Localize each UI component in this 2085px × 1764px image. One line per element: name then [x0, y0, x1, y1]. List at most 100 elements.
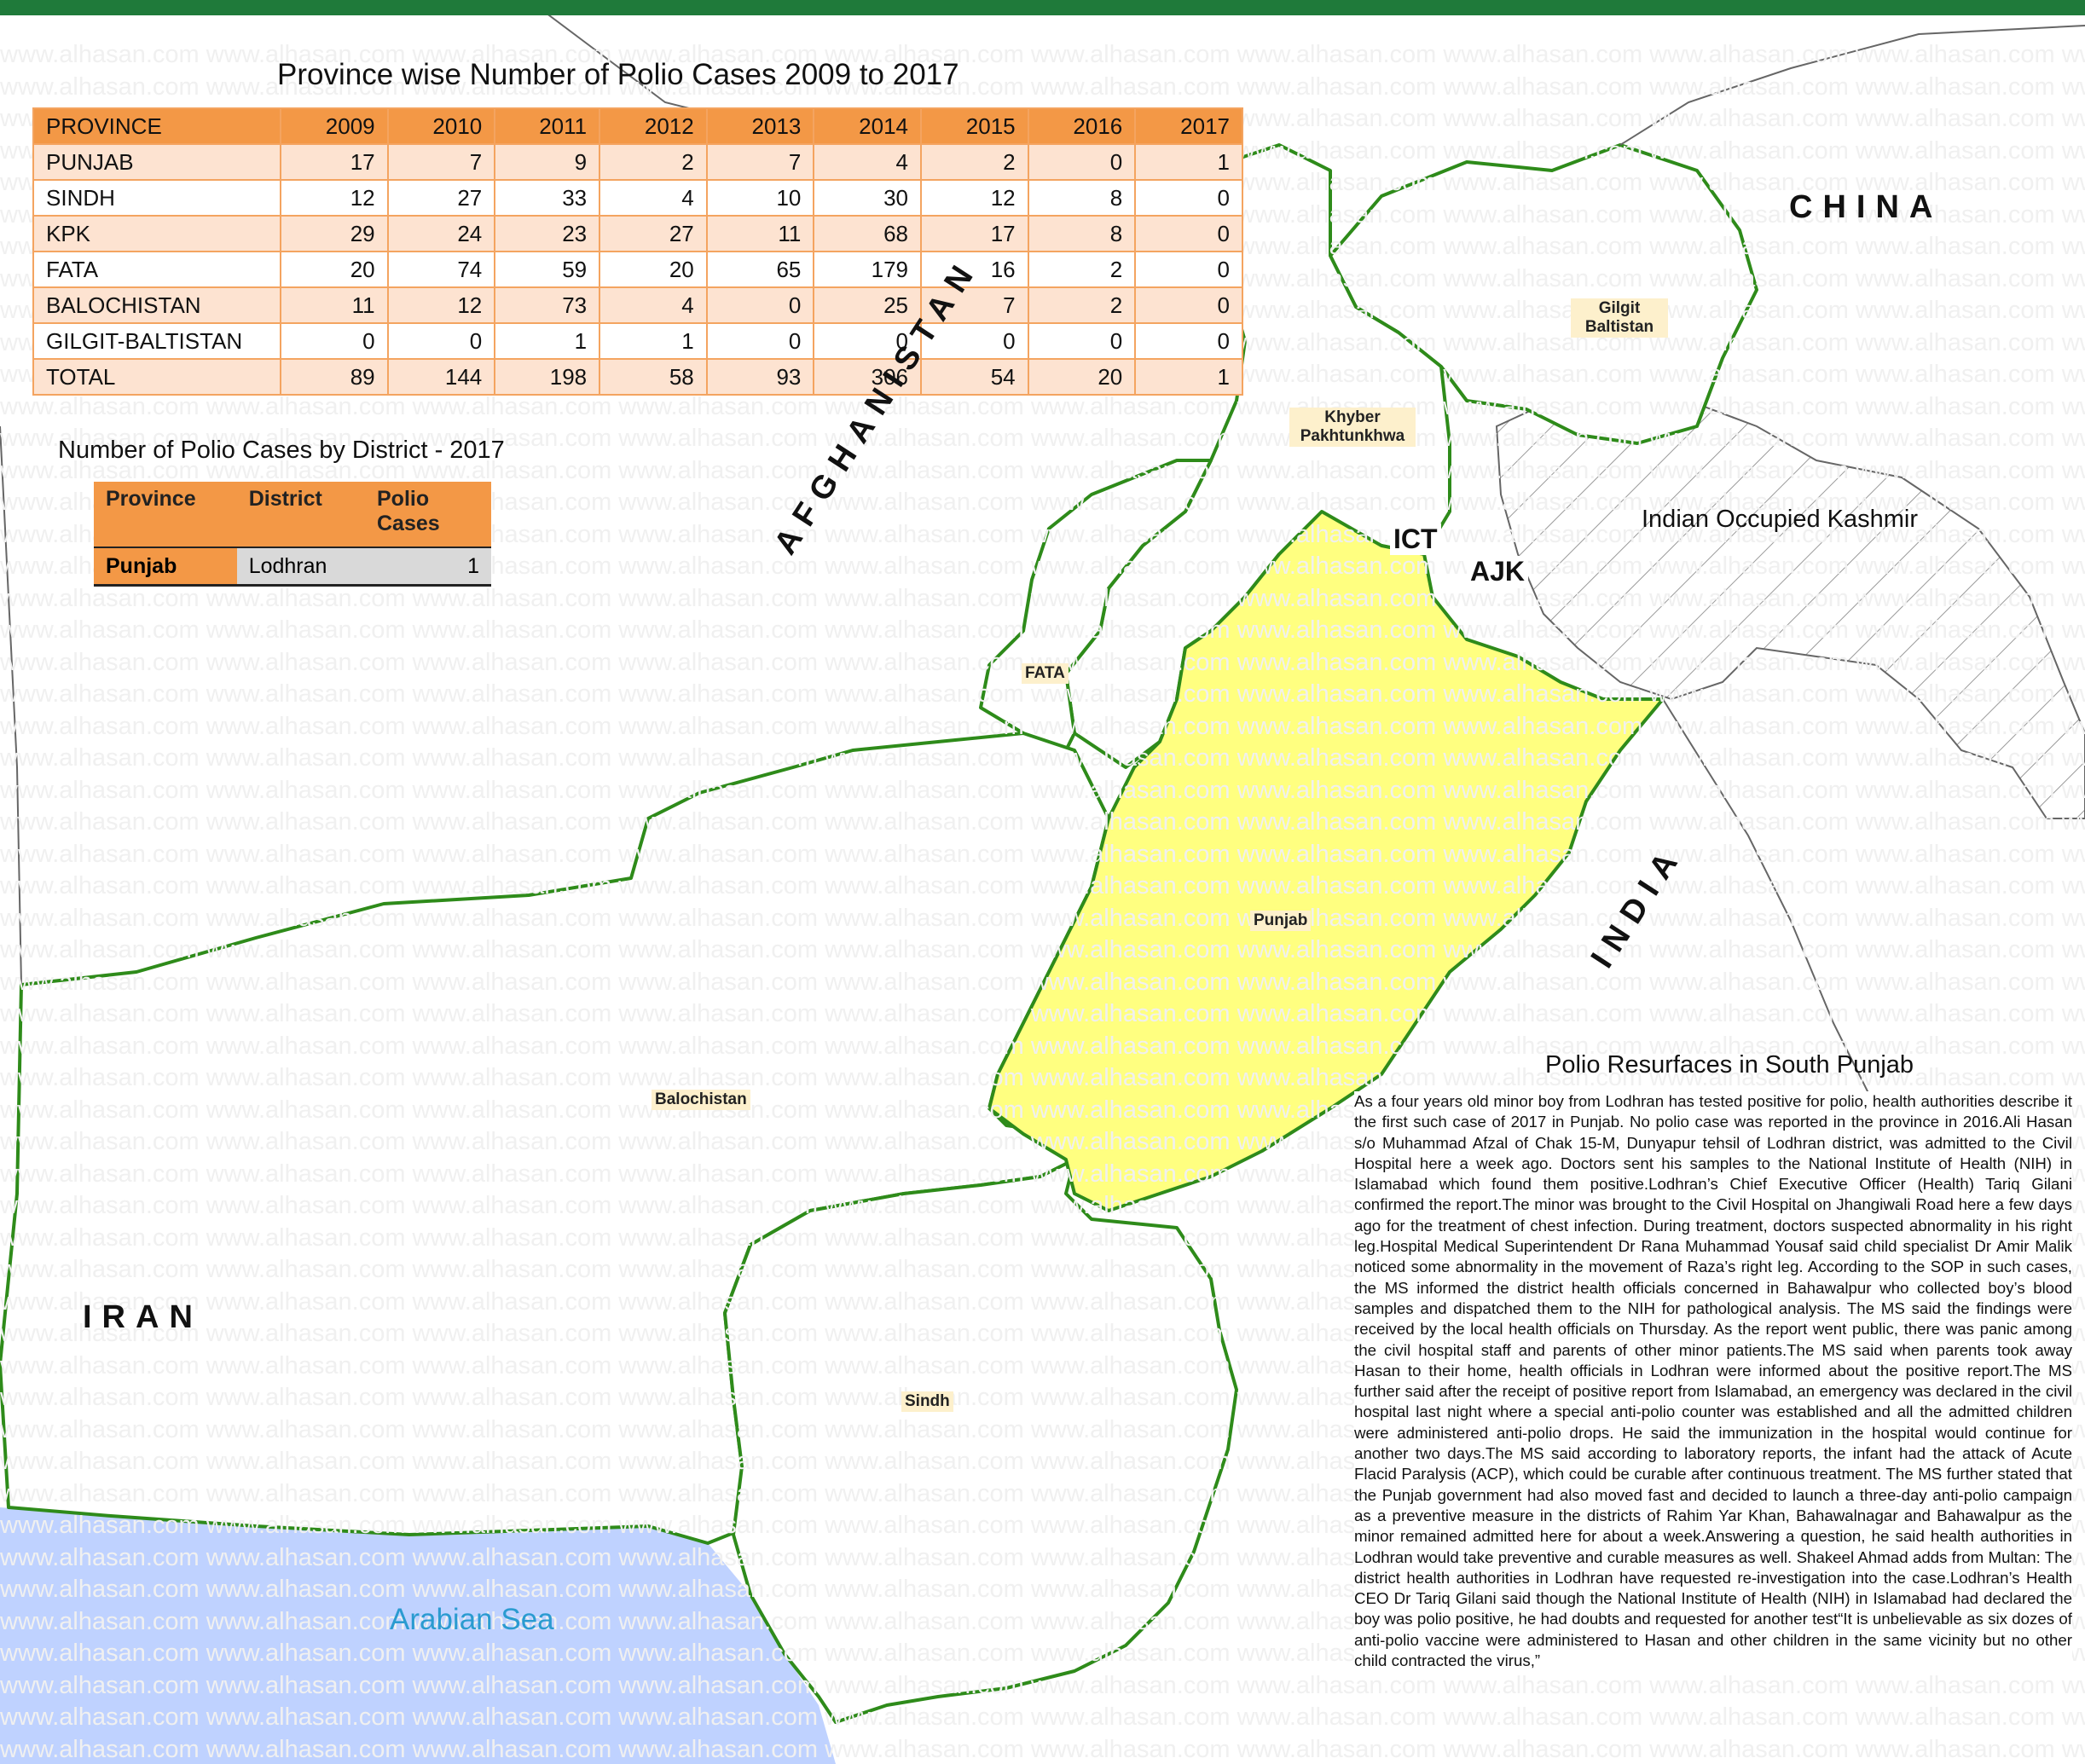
sindh-region [723, 1158, 1238, 1724]
table-cell: 0 [705, 322, 815, 360]
table-cell: 144 [386, 358, 496, 396]
fata-region [979, 459, 1213, 769]
punjab-region [987, 510, 1665, 1212]
district-header-district: District [236, 482, 365, 547]
district-cell-cases: 1 [365, 547, 491, 587]
table-cell: 74 [386, 251, 496, 288]
table-cell: 1 [599, 322, 708, 360]
label-iran: IRAN [83, 1299, 203, 1335]
table-cell: 17 [280, 143, 389, 181]
table-header-cell: 2012 [599, 107, 708, 145]
table-cell: 2 [1027, 286, 1137, 324]
table-cell: 20 [1027, 358, 1137, 396]
table-cell: 2 [1027, 251, 1137, 288]
table-cell: 8 [1027, 179, 1137, 217]
table-cell: GILGIT-BALTISTAN [32, 322, 281, 360]
label-fata: FATA [1022, 663, 1069, 684]
table-cell: 12 [920, 179, 1029, 217]
table-cell: 306 [813, 358, 922, 396]
table-cell: 0 [386, 322, 496, 360]
table-cell: 89 [280, 358, 389, 396]
table-header-cell: 2016 [1027, 107, 1137, 145]
table-cell: 23 [494, 215, 601, 252]
table-cell: 0 [1027, 322, 1137, 360]
table-cell: 12 [280, 179, 389, 217]
label-indian-occupied-kashmir: Indian Occupied Kashmir [1642, 506, 1918, 533]
table-cell: 0 [705, 286, 815, 324]
table-header-cell: 2013 [705, 107, 815, 145]
arabian-sea [0, 1507, 836, 1764]
table-cell: 10 [705, 179, 815, 217]
table-cell: 0 [1134, 179, 1243, 217]
table-cell: 68 [813, 215, 922, 252]
table-cell: 198 [494, 358, 601, 396]
table-cell: 16 [920, 251, 1029, 288]
district-header-cases: Polio Cases [365, 482, 491, 547]
table-cell: 0 [280, 322, 389, 360]
label-ict: ICT [1390, 523, 1441, 555]
table-header-cell: 2015 [920, 107, 1029, 145]
table-cell: 4 [813, 143, 922, 181]
table-cell: 7 [386, 143, 496, 181]
table-cell: 30 [813, 179, 922, 217]
table-cell: 8 [1027, 215, 1137, 252]
page-title: Province wise Number of Polio Cases 2009… [277, 58, 959, 91]
table-cell: 1 [1134, 358, 1243, 396]
table-cell: 1 [494, 322, 601, 360]
table-cell: 1 [1134, 143, 1243, 181]
table-cell: 0 [1134, 215, 1243, 252]
table-header-cell: PROVINCE [32, 107, 281, 145]
label-khyber-pakhtunkhwa: Khyber Pakhtunkhwa [1289, 408, 1416, 447]
table-header-cell: 2017 [1134, 107, 1243, 145]
table-cell: 11 [280, 286, 389, 324]
table-cell: KPK [32, 215, 281, 252]
table-cell: 29 [280, 215, 389, 252]
table-cell: 0 [813, 322, 922, 360]
table-cell: 25 [813, 286, 922, 324]
table-cell: 33 [494, 179, 601, 217]
district-table-title: Number of Polio Cases by District - 2017 [58, 437, 505, 464]
table-cell: 65 [705, 251, 815, 288]
table-cell: 17 [920, 215, 1029, 252]
table-cell: 58 [599, 358, 708, 396]
table-cell: 93 [705, 358, 815, 396]
table-cell: 20 [280, 251, 389, 288]
district-header-province: Province [94, 482, 237, 547]
district-cell-district: Lodhran [236, 547, 365, 587]
label-china: CHINA [1789, 189, 1943, 225]
district-cases-table: Province District Polio Cases Punjab Lod… [94, 482, 491, 587]
table-cell: 4 [599, 286, 708, 324]
table-cell: 0 [1134, 322, 1243, 360]
table-cell: 0 [1027, 143, 1137, 181]
table-cell: 27 [386, 179, 496, 217]
table-cell: FATA [32, 251, 281, 288]
table-cell: 73 [494, 286, 601, 324]
label-arabian-sea: Arabian Sea [390, 1603, 554, 1636]
table-cell: 179 [813, 251, 922, 288]
label-gilgit-baltistan: Gilgit Baltistan [1571, 298, 1668, 338]
table-cell: 0 [920, 322, 1029, 360]
table-cell: 20 [599, 251, 708, 288]
label-ajk: AJK [1467, 556, 1529, 587]
table-cell: 12 [386, 286, 496, 324]
article-title: Polio Resurfaces in South Punjab [1545, 1051, 1914, 1079]
article-body: As a four years old minor boy from Lodhr… [1354, 1091, 2072, 1672]
table-cell: 0 [1134, 251, 1243, 288]
table-cell: 54 [920, 358, 1029, 396]
label-balochistan: Balochistan [652, 1090, 750, 1110]
table-cell: 0 [1134, 286, 1243, 324]
table-header-cell: 2011 [494, 107, 601, 145]
table-cell: 27 [599, 215, 708, 252]
table-header-cell: 2009 [280, 107, 389, 145]
table-cell: 7 [705, 143, 815, 181]
table-cell: 7 [920, 286, 1029, 324]
table-cell: 2 [599, 143, 708, 181]
